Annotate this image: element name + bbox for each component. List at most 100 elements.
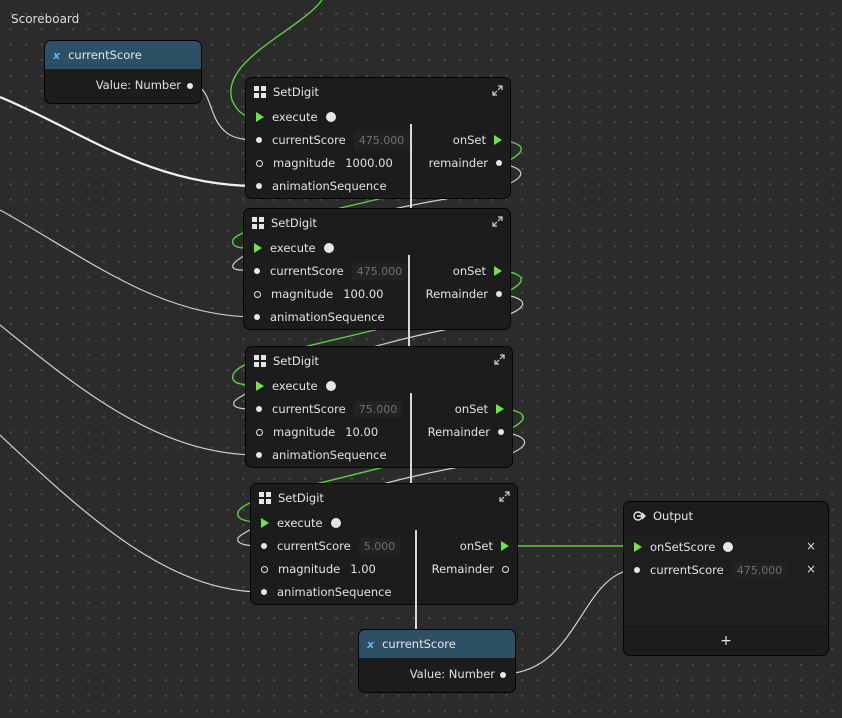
- remove-onset-score-icon[interactable]: ×: [805, 539, 816, 553]
- variable-output-port[interactable]: [500, 672, 506, 678]
- animation-sequence-input[interactable]: animationSequence: [254, 307, 385, 327]
- magnitude-value[interactable]: 10.00: [345, 425, 379, 439]
- exec-out-arrow-icon[interactable]: [494, 266, 502, 276]
- onset-label: onSet: [454, 402, 488, 416]
- setdigit-header[interactable]: SetDigit: [246, 78, 510, 106]
- data-pin[interactable]: [256, 406, 262, 412]
- variable-node-title: currentScore: [68, 48, 142, 62]
- onset-label: onSet: [452, 133, 486, 147]
- variable-node-header[interactable]: x currentScore: [45, 41, 201, 69]
- data-pin-hollow[interactable]: [502, 565, 509, 573]
- data-pin[interactable]: [634, 567, 640, 573]
- current-score-value[interactable]: 475.000: [353, 131, 410, 149]
- data-pin[interactable]: [256, 452, 262, 458]
- onset-output[interactable]: onSet: [453, 130, 502, 150]
- expand-icon[interactable]: [499, 491, 510, 502]
- execute-pin[interactable]: [325, 112, 336, 122]
- data-pin[interactable]: [254, 314, 260, 320]
- setdigit-node-2[interactable]: SetDigit execute currentScore 475.000 mag…: [243, 208, 511, 371]
- current-score-input[interactable]: currentScore 475.000: [254, 261, 408, 281]
- data-pin-hollow[interactable]: [256, 428, 263, 436]
- onset-score-input[interactable]: onSetScore: [634, 537, 734, 557]
- expand-icon[interactable]: [492, 216, 503, 227]
- remainder-output[interactable]: Remainder: [428, 422, 504, 442]
- execute-input[interactable]: execute: [256, 107, 336, 127]
- onset-output[interactable]: onSet: [460, 536, 509, 556]
- data-pin[interactable]: [261, 589, 267, 595]
- onset-output[interactable]: onSet: [453, 261, 502, 281]
- remainder-label: Remainder: [427, 425, 490, 439]
- data-pin[interactable]: [254, 268, 260, 274]
- variable-node-current-score[interactable]: x currentScore Value: Number: [44, 40, 202, 104]
- remainder-output[interactable]: Remainder: [426, 284, 502, 304]
- expand-icon[interactable]: [492, 85, 503, 96]
- execute-pin[interactable]: [325, 381, 336, 391]
- data-pin[interactable]: [496, 160, 502, 166]
- exec-in-arrow-icon[interactable]: [256, 112, 264, 122]
- magnitude-value[interactable]: 1000.00: [345, 156, 393, 170]
- variable-node-current-score-bottom[interactable]: x currentScore Value: Number: [358, 629, 516, 693]
- remove-current-score-icon[interactable]: ×: [805, 562, 816, 576]
- animation-sequence-input[interactable]: animationSequence: [261, 582, 392, 602]
- output-node-header[interactable]: Output: [624, 502, 828, 530]
- execute-input[interactable]: execute: [256, 376, 336, 396]
- variable-output-port[interactable]: [187, 83, 193, 89]
- magnitude-value[interactable]: 1.00: [350, 562, 376, 576]
- data-pin[interactable]: [256, 137, 262, 143]
- setdigit-header[interactable]: SetDigit: [244, 209, 510, 237]
- execute-input[interactable]: execute: [254, 238, 334, 258]
- exec-in-arrow-icon[interactable]: [254, 243, 262, 253]
- output-current-score-input[interactable]: currentScore 475.000: [634, 560, 788, 580]
- column-divider: [410, 393, 412, 509]
- data-pin[interactable]: [496, 291, 502, 297]
- remainder-output[interactable]: remainder: [429, 153, 502, 173]
- data-pin[interactable]: [498, 429, 504, 435]
- setdigit-header[interactable]: SetDigit: [251, 484, 517, 512]
- execute-input[interactable]: execute: [261, 513, 341, 533]
- exec-out-arrow-icon[interactable]: [501, 541, 509, 551]
- current-score-value[interactable]: 475.000: [731, 561, 788, 579]
- setdigit-title: SetDigit: [271, 216, 317, 230]
- onset-score-label: onSetScore: [650, 540, 716, 554]
- execute-pin[interactable]: [330, 518, 341, 528]
- exec-out-arrow-icon[interactable]: [496, 404, 504, 414]
- setdigit-title: SetDigit: [273, 354, 319, 368]
- add-output-button[interactable]: +: [624, 626, 828, 655]
- data-pin-hollow[interactable]: [261, 565, 268, 573]
- exec-in-arrow-icon[interactable]: [261, 518, 269, 528]
- onset-output[interactable]: onSet: [455, 399, 504, 419]
- current-score-label: currentScore: [650, 563, 724, 577]
- data-pin-hollow[interactable]: [254, 290, 261, 298]
- setdigit-header[interactable]: SetDigit: [246, 347, 512, 375]
- execute-pin[interactable]: [323, 243, 334, 253]
- data-pin[interactable]: [261, 543, 267, 549]
- current-score-value[interactable]: 75.000: [353, 400, 403, 418]
- current-score-label: currentScore: [270, 264, 344, 278]
- exec-in-arrow-icon[interactable]: [256, 381, 264, 391]
- current-score-value[interactable]: 5.000: [358, 537, 401, 555]
- animation-sequence-input[interactable]: animationSequence: [256, 176, 387, 196]
- exec-out-arrow-icon[interactable]: [494, 135, 502, 145]
- variable-node-header[interactable]: x currentScore: [359, 630, 515, 658]
- exec-in-arrow-icon[interactable]: [634, 542, 642, 552]
- grid-icon: [252, 217, 264, 229]
- remainder-output[interactable]: Remainder: [432, 559, 509, 579]
- data-pin-hollow[interactable]: [256, 159, 263, 167]
- magnitude-value[interactable]: 100.00: [343, 287, 384, 301]
- data-pin[interactable]: [256, 183, 262, 189]
- animation-sequence-input[interactable]: animationSequence: [256, 445, 387, 465]
- current-score-value[interactable]: 475.000: [351, 262, 408, 280]
- execute-pin[interactable]: [723, 542, 734, 552]
- expand-icon[interactable]: [494, 354, 505, 365]
